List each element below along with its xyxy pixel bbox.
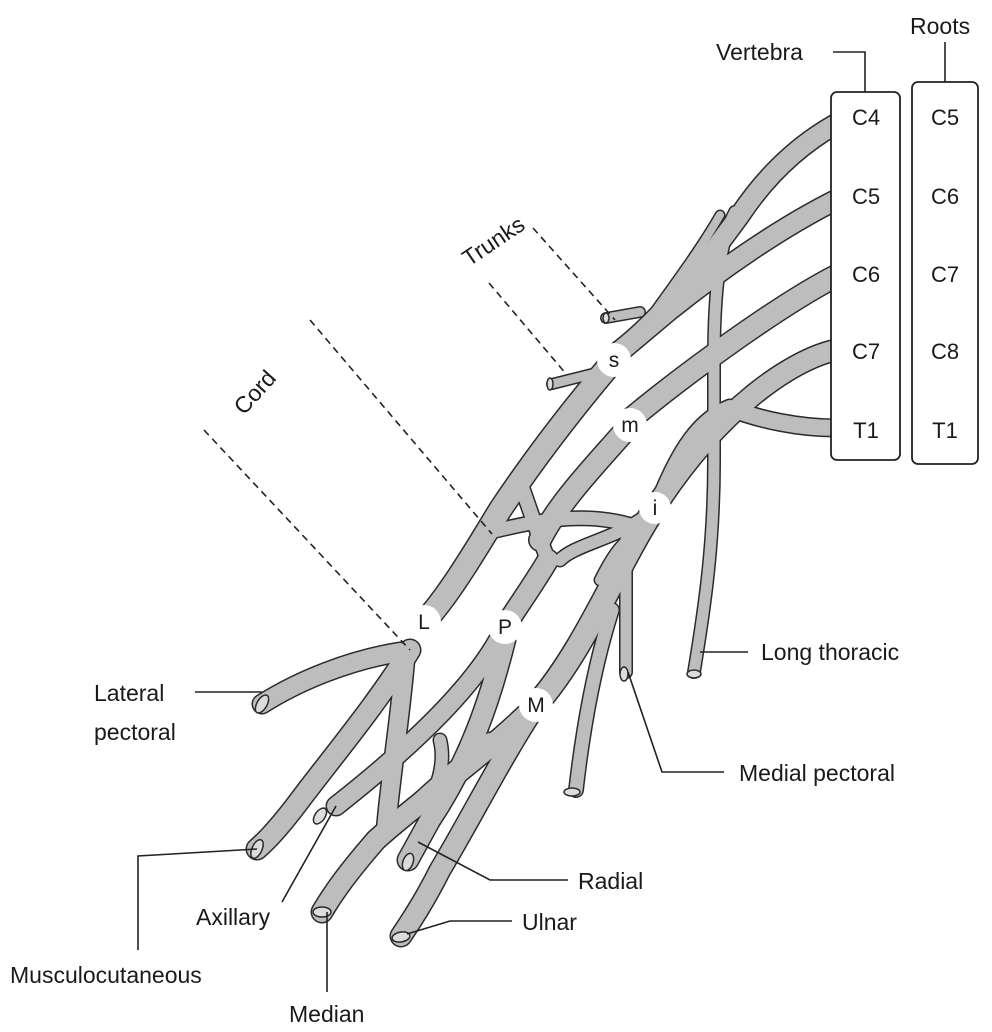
long-thoracic-label: Long thoracic <box>761 639 899 665</box>
end-cap-medial-cutaneous <box>564 788 580 796</box>
nerve-root-t1 <box>660 408 836 500</box>
root-level-c5: C5 <box>931 105 959 130</box>
root-level-t1: T1 <box>932 418 958 443</box>
cord-dashed-line-upper <box>310 320 492 534</box>
trunks-label: Trunks <box>457 211 529 271</box>
vertebra-level-t1: T1 <box>853 418 879 443</box>
end-cap-medial-pectoral <box>620 667 628 681</box>
musculocutaneous-leader-line <box>138 849 257 950</box>
end-cap-long-thoracic <box>687 670 701 678</box>
lateral-cord-node-label: L <box>418 611 430 634</box>
end-cap-median <box>313 907 331 917</box>
vertebra-level-c7: C7 <box>852 339 880 364</box>
vertebra-leader-line <box>833 52 865 92</box>
cord-label: Cord <box>228 365 281 419</box>
nerve-network-fill <box>257 124 836 936</box>
lateral-pectoral-label-line2: pectoral <box>94 719 176 745</box>
trunks-dashed-line-upper <box>533 228 615 320</box>
axillary-label: Axillary <box>196 904 271 930</box>
ulnar-label: Ulnar <box>522 909 577 935</box>
trunks-dashed-line-lower <box>489 283 567 375</box>
root-level-c6: C6 <box>931 184 959 209</box>
inferior-trunk-node-label: i <box>653 497 658 520</box>
musculocutaneous-label: Musculocutaneous <box>10 962 202 988</box>
end-cap-trunk-stub-upper <box>603 313 609 323</box>
end-cap-trunk-stub-lower <box>547 378 553 390</box>
lateral-pectoral-label-line1: Lateral <box>94 680 164 706</box>
root-level-c8: C8 <box>931 339 959 364</box>
posterior-cord-node-label: P <box>498 616 512 639</box>
roots-label: Roots <box>910 13 970 39</box>
radial-label: Radial <box>578 868 643 894</box>
vertebra-label: Vertebra <box>716 39 803 65</box>
vertebra-level-c4: C4 <box>852 105 880 130</box>
root-level-c7: C7 <box>931 262 959 287</box>
cord-dashed-line-lower <box>204 430 410 650</box>
superior-trunk-node-label: s <box>609 349 620 372</box>
medial-pectoral-label: Medial pectoral <box>739 760 895 786</box>
medial-cord-node-label: M <box>527 694 545 717</box>
medial-pectoral-leader-line <box>628 672 724 772</box>
vertebra-level-c6: C6 <box>852 262 880 287</box>
middle-trunk-node-label: m <box>621 414 639 437</box>
median-label: Median <box>289 1001 364 1027</box>
vertebra-level-c5: C5 <box>852 184 880 209</box>
nerve-trunk-stub-upper <box>606 312 640 318</box>
